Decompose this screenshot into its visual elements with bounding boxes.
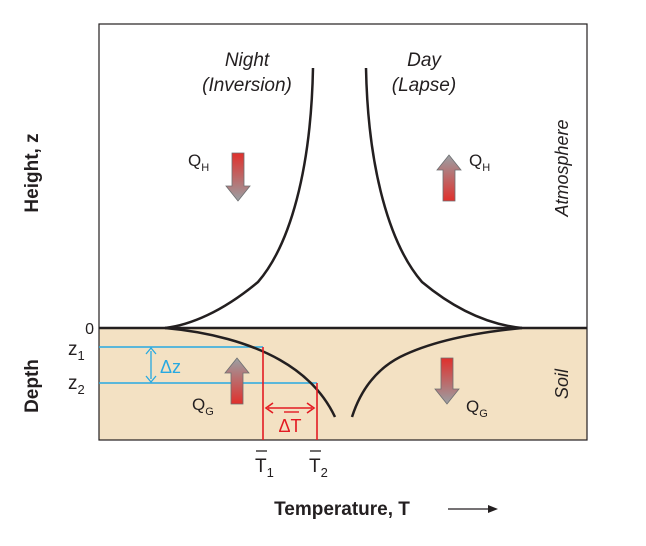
day-ground-heat-arrow: [434, 357, 460, 405]
zero-label: 0: [85, 321, 94, 338]
temperature-axis-label: Temperature, T: [274, 499, 410, 520]
depth-axis-label: Depth: [22, 359, 43, 413]
day-soil-profile: [350, 326, 523, 418]
day-ground-heat-label: QG: [466, 397, 488, 420]
night-sensible-heat-arrow: [225, 152, 251, 202]
atmosphere-label: Atmosphere: [552, 119, 572, 217]
day-title: Day: [407, 50, 442, 71]
delta-t-label: ΔT: [278, 416, 301, 436]
soil-layer: [99, 328, 587, 440]
delta-z-label: Δz: [160, 357, 181, 377]
night-soil-profile: [164, 326, 337, 418]
plot-frame: [98, 23, 588, 441]
night-ground-heat-label: QG: [192, 395, 214, 418]
t1-label: T1: [255, 456, 274, 480]
night-atmosphere-profile: [164, 67, 315, 330]
night-sensible-heat-label: QH: [188, 151, 209, 174]
day-subtitle: (Lapse): [392, 75, 456, 96]
height-axis-label: Height, z: [22, 133, 43, 212]
delta-z-bracket: [145, 346, 157, 384]
night-title: Night: [225, 50, 270, 71]
z2-label: z2: [68, 373, 85, 397]
day-sensible-heat-label: QH: [469, 151, 490, 174]
day-atmosphere-profile: [364, 67, 523, 330]
delta-t-bracket: [262, 347, 318, 440]
night-ground-heat-arrow: [224, 357, 250, 405]
temperature-axis-arrow: [448, 505, 498, 513]
night-subtitle: (Inversion): [202, 75, 292, 96]
day-sensible-heat-arrow: [436, 154, 462, 202]
soil-label: Soil: [552, 368, 572, 399]
z1-label: z1: [68, 339, 85, 363]
t2-label: T2: [309, 456, 328, 480]
